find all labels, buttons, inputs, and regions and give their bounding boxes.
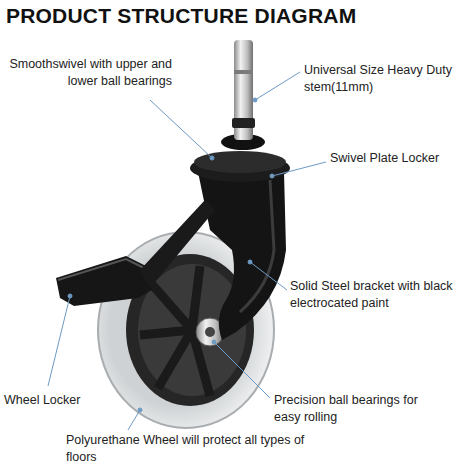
part-label: Solid Steel bracket with black electroca… bbox=[290, 278, 460, 312]
diagram-title: PRODUCT STRUCTURE DIAGRAM bbox=[6, 4, 356, 28]
part-label: Polyurethane Wheel will protect all type… bbox=[66, 432, 306, 466]
part-label: Precision ball bearings for easy rolling bbox=[274, 392, 444, 426]
part-label: Universal Size Heavy Duty stem(11mm) bbox=[304, 62, 454, 96]
brake-arm bbox=[140, 200, 215, 288]
leader-lines bbox=[48, 72, 326, 430]
stem-groove bbox=[234, 70, 253, 74]
part-label: Wheel Locker bbox=[4, 392, 124, 409]
part-label: Swivel Plate Locker bbox=[330, 150, 440, 167]
bracket-highlight bbox=[240, 180, 274, 312]
steel-bracket bbox=[198, 172, 286, 340]
part-label: Smoothswivel with upper and lower ball b… bbox=[0, 56, 172, 90]
stem-ring bbox=[232, 118, 255, 128]
brake-lever-edge bbox=[58, 259, 148, 280]
brake-lever bbox=[56, 256, 152, 306]
